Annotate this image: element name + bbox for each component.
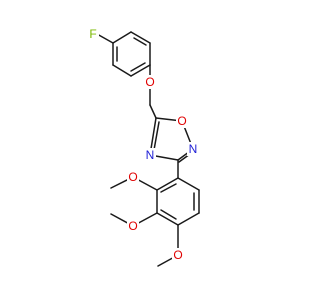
bond-to-fluorine [96,33,114,44]
label-bg [172,248,184,262]
methoxy-oxygen-3-label: O [173,248,182,262]
label-bg [127,170,139,184]
label-bg [127,219,139,233]
bond [133,37,147,46]
label-bg [187,142,199,156]
fluorophenyl-ring [96,31,151,77]
bond [177,177,200,191]
methoxy-groups [110,176,179,267]
oxadiazole-nitrogen-right-label: N [189,142,198,156]
ether-oxygen-label: O [145,75,154,89]
bond [153,121,160,151]
label-bg [144,148,156,162]
bond [156,212,179,226]
bond [112,31,132,44]
molecule-structure-diagram: F O O N N O O O [87,27,200,267]
bond [160,183,177,193]
molecule-svg: F O O N N O O O [87,27,200,267]
bond [130,31,151,44]
trimethoxyphenyl-ring [156,177,200,226]
label-bg [176,114,188,128]
ether-linker [149,64,157,119]
bond [156,177,179,191]
bond [130,62,146,72]
oxadiazole-oxygen-label: O [177,114,186,128]
bond [130,64,151,77]
atom-labels: F O O N N O O O [87,27,199,262]
label-bg [144,75,156,89]
label-bg [87,27,99,41]
bond [112,64,132,77]
bond [149,104,157,119]
methoxy-oxygen-1-label: O [128,170,137,184]
fluorine-label: F [89,27,96,41]
oxadiazole-nitrogen-left-label: N [146,148,155,162]
methoxy-oxygen-2-label: O [128,219,137,233]
bond [160,209,177,220]
bond [177,212,200,226]
